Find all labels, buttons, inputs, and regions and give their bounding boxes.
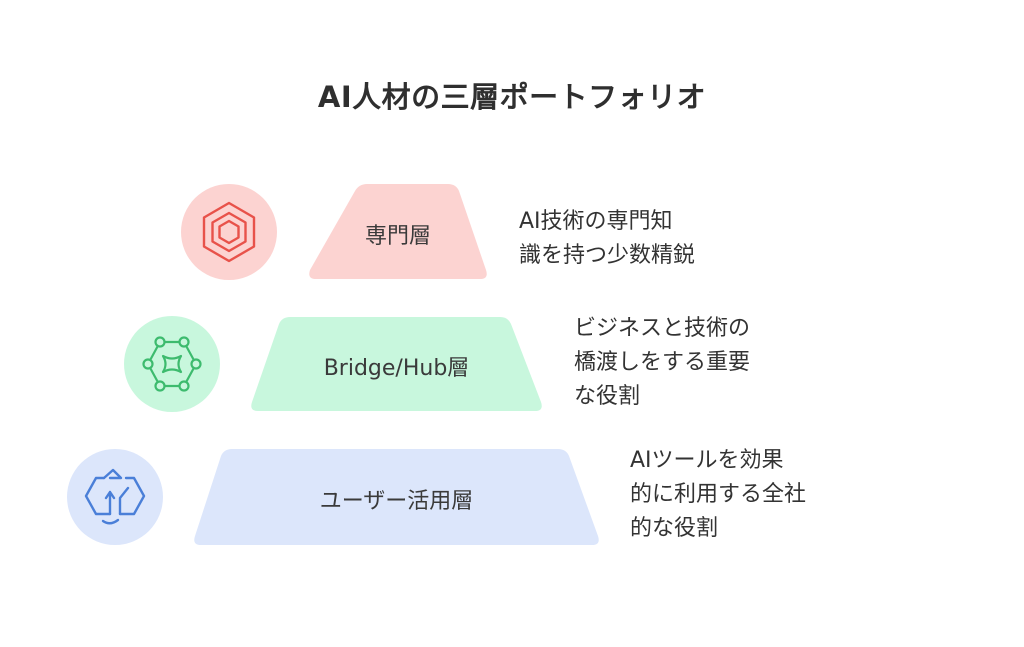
tier-bottom-shape xyxy=(194,449,599,545)
tier-bottom-icon-circle xyxy=(67,449,163,545)
tier-bottom-description: AIツールを効果 的に利用する全社 的な役割 xyxy=(630,444,806,546)
tier-top-description-line: 識を持つ少数精鋭 xyxy=(519,243,696,268)
tier-top-shape xyxy=(309,184,487,279)
tier-top-label: 専門層 xyxy=(364,224,431,249)
hexagon-icon xyxy=(202,201,256,263)
tier-bottom-description-line: 的な役割 xyxy=(630,516,719,541)
tier-bottom-label: ユーザー活用層 xyxy=(319,489,474,514)
tier-middle-description-line: ビジネスと技術の xyxy=(574,316,751,341)
tier-middle-shape xyxy=(251,317,542,411)
tier-top-description: AI技術の専門知 識を持つ少数精鋭 xyxy=(519,205,695,273)
tier-bottom-description-line: AIツールを効果 xyxy=(630,448,784,473)
tier-bottom-description-line: 的に利用する全社 xyxy=(630,482,807,507)
network-nodes-icon xyxy=(142,336,202,392)
tier-middle-description: ビジネスと技術の 橋渡しをする重要 な役割 xyxy=(574,312,750,414)
tier-top-icon-circle xyxy=(181,184,277,280)
tier-middle-label: Bridge/Hub層 xyxy=(323,356,470,381)
exchange-arrows-icon xyxy=(84,468,146,525)
tier-middle-description-line: な役割 xyxy=(574,384,641,409)
tier-middle-description-line: 橋渡しをする重要 xyxy=(574,350,751,375)
diagram-title: AI人材の三層ポートフォリオ xyxy=(317,80,707,114)
tier-top-description-line: AI技術の専門知 xyxy=(519,209,673,234)
tier-middle-icon-circle xyxy=(124,316,220,412)
